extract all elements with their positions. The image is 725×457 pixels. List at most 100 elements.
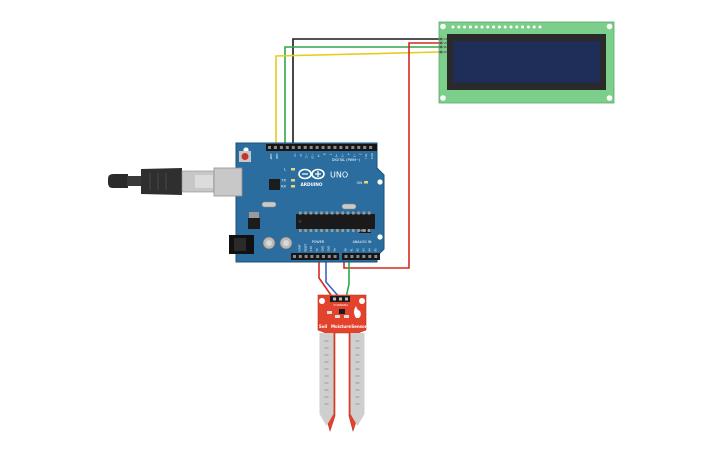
- usb-cable[interactable]: [108, 168, 215, 195]
- lcd-pin-label: VCC: [444, 41, 450, 45]
- lcd-parallel-pin: [532, 25, 536, 29]
- header-pin[interactable]: [310, 255, 314, 258]
- header-pin[interactable]: [321, 146, 325, 149]
- lcd-pin[interactable]: [439, 50, 443, 54]
- wire-red-sensor-vcc[interactable]: [318, 256, 334, 299]
- chip-pin: [341, 211, 344, 215]
- wire-blue-sensor-gnd[interactable]: [325, 256, 341, 299]
- power-header[interactable]: [291, 253, 339, 260]
- header-pin[interactable]: [333, 255, 337, 258]
- wire-red-vcc[interactable]: [343, 42, 440, 269]
- sensor-label-soil: Soil: [319, 324, 328, 329]
- header-pin[interactable]: [268, 146, 271, 149]
- header-pin[interactable]: [298, 255, 302, 258]
- mounting-hole: [606, 23, 613, 30]
- header-pin[interactable]: [303, 146, 307, 149]
- sensor-pin-header[interactable]: [330, 296, 350, 302]
- arduino-uno-board[interactable]: L TX RX ON ARDUINO UNO DIGITAL (PWM~: [213, 142, 385, 263]
- digital-pin-label: ~11: [305, 154, 308, 160]
- header-pin[interactable]: [309, 146, 313, 149]
- header-pin[interactable]: [363, 146, 367, 149]
- chip-pin: [325, 229, 329, 232]
- header-pin[interactable]: [351, 146, 355, 149]
- digital-pin-label: RX 0: [370, 154, 373, 160]
- header-pin[interactable]: [344, 255, 348, 258]
- chip-pin: [320, 211, 323, 215]
- arduino-model-text: UNO: [330, 171, 348, 180]
- mounting-hole: [440, 95, 446, 101]
- wire-green-sda[interactable]: [284, 46, 440, 148]
- chip-pin: [309, 211, 313, 215]
- wires: [275, 38, 441, 299]
- probe-trace: [355, 396, 360, 398]
- header-pin[interactable]: [279, 146, 283, 149]
- chip-pin: [346, 211, 350, 215]
- header-pin[interactable]: [273, 146, 277, 149]
- dc-power-jack: [229, 235, 254, 254]
- analog-header[interactable]: [342, 253, 380, 260]
- lcd-screen: [453, 41, 600, 83]
- chip-pin: [336, 229, 339, 232]
- sensor-transistor: [339, 309, 345, 314]
- digital-pin-label: TX 1: [364, 154, 367, 160]
- probe-trace: [355, 361, 360, 363]
- header-pin[interactable]: [322, 255, 325, 258]
- mounting-hole: [319, 298, 325, 304]
- digital-header[interactable]: [266, 144, 377, 151]
- lcd-pin[interactable]: [439, 45, 443, 49]
- header-pin[interactable]: [293, 255, 296, 258]
- header-pin[interactable]: [339, 146, 343, 149]
- header-pin[interactable]: [315, 146, 319, 149]
- digital-pin-label: ~9: [317, 154, 320, 158]
- probe-trace: [324, 340, 329, 342]
- mounting-hole: [377, 234, 383, 240]
- analog-pin-label: A0: [345, 248, 348, 252]
- mounting-hole: [359, 298, 365, 304]
- sensor-label-moisture: Moisture: [331, 324, 351, 329]
- header-pin[interactable]: [369, 146, 373, 149]
- lcd-pin[interactable]: [439, 37, 443, 41]
- header-pin[interactable]: [362, 255, 366, 258]
- header-pin[interactable]: [316, 255, 320, 258]
- header-pin[interactable]: [297, 146, 301, 149]
- label-on: ON: [357, 181, 363, 185]
- wire-black-gnd[interactable]: [292, 38, 440, 148]
- soil-moisture-sensor[interactable]: VCC GND SIG Soil Moisture Sensor: [317, 294, 367, 433]
- header-pin[interactable]: [291, 146, 295, 149]
- header-pin[interactable]: [345, 146, 349, 149]
- chip-pin: [299, 211, 302, 215]
- probe-trace: [355, 375, 360, 377]
- digital-pin-label: 2: [358, 154, 361, 156]
- header-pin[interactable]: [304, 255, 308, 258]
- wire-yellow-scl[interactable]: [275, 51, 441, 148]
- power-label: POWER: [312, 240, 325, 244]
- digital-pin-label: AREF: [269, 154, 272, 161]
- chip-pin: [330, 211, 334, 215]
- header-pin[interactable]: [350, 255, 354, 258]
- analog-pin-label: A1: [351, 248, 354, 252]
- lcd-parallel-pin: [451, 25, 455, 29]
- reset-button[interactable]: [239, 151, 251, 162]
- digital-pin-label: 8: [323, 154, 326, 156]
- header-pin[interactable]: [374, 255, 378, 258]
- header-pin[interactable]: [357, 146, 361, 149]
- header-pin[interactable]: [327, 255, 331, 258]
- header-pin[interactable]: [368, 255, 372, 258]
- probe-traces: [324, 340, 360, 405]
- lcd-parallel-pin: [480, 25, 484, 29]
- lcd-parallel-pin: [463, 25, 467, 29]
- lcd-pin-label: SCL: [444, 50, 450, 54]
- header-pin[interactable]: [327, 146, 331, 149]
- probe-trace: [355, 347, 360, 349]
- header-pin[interactable]: [285, 146, 289, 149]
- chip-pin: [325, 211, 329, 215]
- chip-pin: [330, 229, 334, 232]
- wire-green-sensor-sig[interactable]: [345, 256, 350, 299]
- header-pin[interactable]: [333, 146, 337, 149]
- header-pin[interactable]: [356, 255, 360, 258]
- digital-pin-label: GND: [275, 154, 278, 160]
- lcd-pin[interactable]: [439, 41, 443, 45]
- power-pin-label: RESET: [304, 243, 307, 251]
